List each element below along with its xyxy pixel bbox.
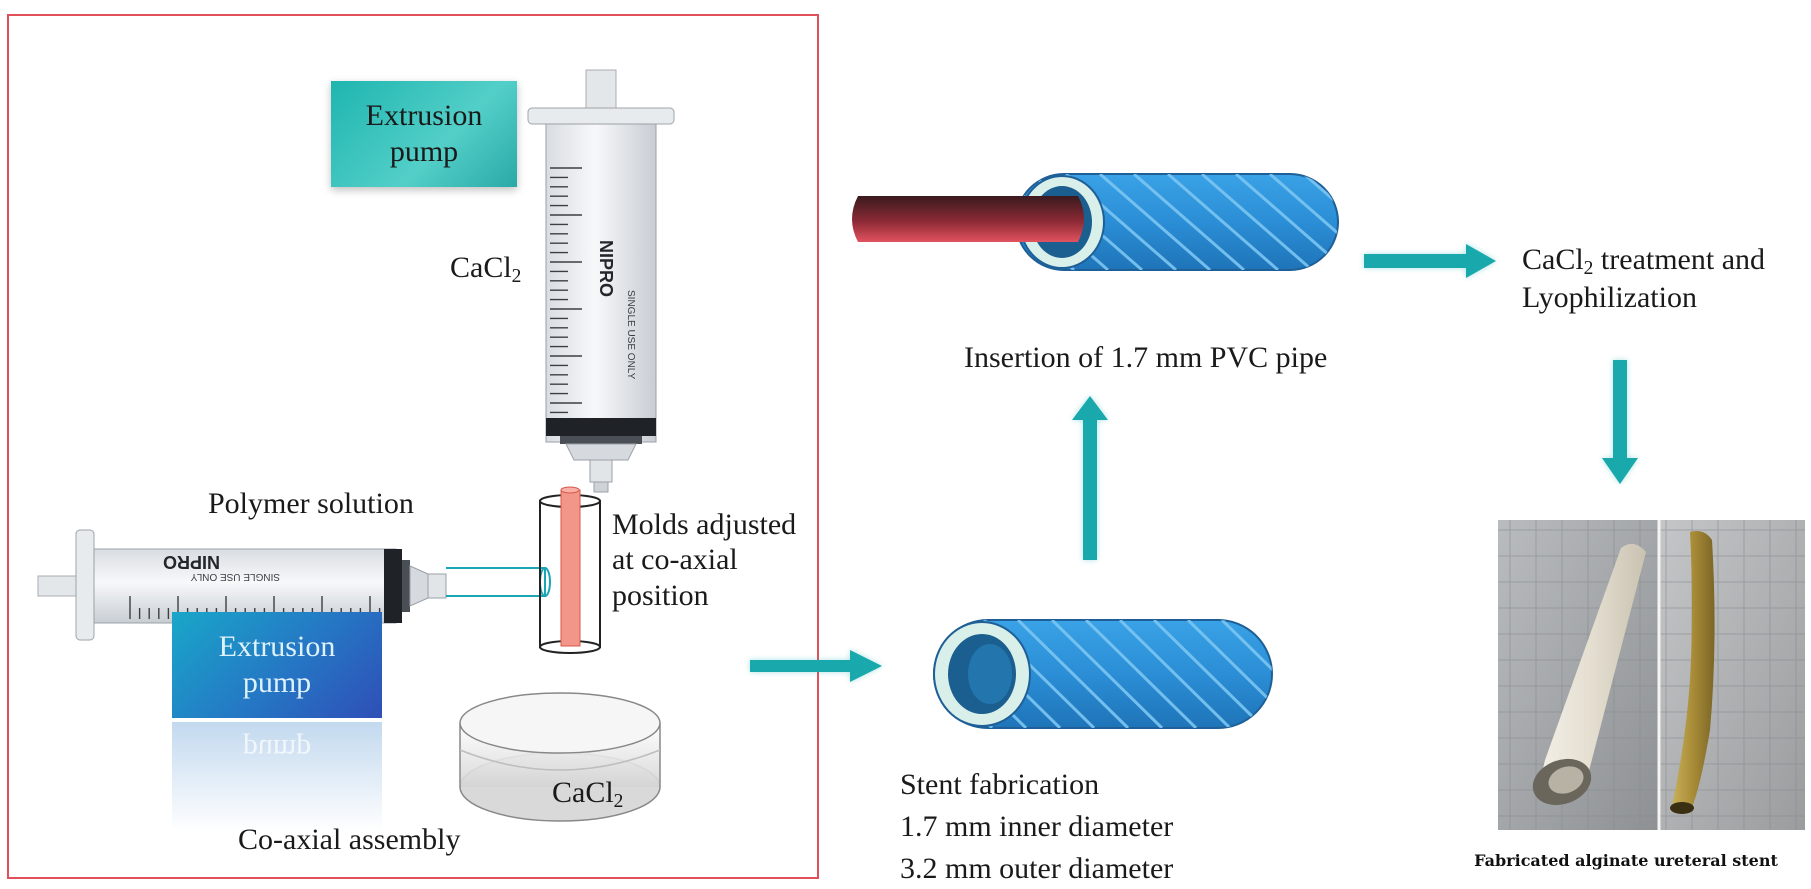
stent-fab-line3: 3.2 mm outer diameter bbox=[900, 852, 1174, 885]
extrusion-pump-top: Extrusion pump bbox=[331, 81, 517, 187]
pump-reflection-text: pump bbox=[242, 733, 312, 766]
pump-bottom-line2: pump bbox=[242, 666, 312, 699]
tube-stripe bbox=[1201, 174, 1313, 270]
tube-stripe bbox=[1167, 174, 1279, 270]
cacl2-bath-text: CaCl bbox=[552, 776, 614, 809]
tube-stripe bbox=[1290, 620, 1400, 728]
pump-top-line2: pump bbox=[389, 135, 459, 168]
cacl2-bath-sub: 2 bbox=[613, 790, 624, 812]
tube-stripe bbox=[1220, 620, 1272, 728]
treatment-cacl: CaCl bbox=[1522, 243, 1584, 276]
molds-line1: Molds adjusted bbox=[612, 508, 797, 541]
syringe-brand-vertical: NIPRO bbox=[596, 240, 616, 297]
tube-stripe bbox=[1084, 620, 1198, 728]
syringe-brand-horizontal: NIPRO bbox=[163, 552, 220, 572]
tube-stripe bbox=[814, 620, 924, 728]
stent-tube bbox=[814, 619, 1434, 729]
molds-line3: position bbox=[612, 578, 709, 612]
pump-reflection: pump bbox=[172, 722, 382, 832]
tube-stripe bbox=[1186, 620, 1272, 728]
assembly-frame bbox=[7, 14, 819, 879]
photo-caption: Fabricated alginate ureteral stent bbox=[1474, 851, 1778, 870]
cacl2-syringe-label: CaCl2 bbox=[450, 250, 521, 288]
cacl2-bath-label: CaCl2 bbox=[552, 775, 623, 813]
coaxial-assembly-label: Co-axial assembly bbox=[238, 823, 461, 856]
coaxial-mold bbox=[539, 486, 601, 654]
extrusion-pump-bottom: Extrusion pump bbox=[172, 612, 382, 718]
cacl2-syringe-text: CaCl bbox=[450, 251, 512, 284]
molds-label: Molds adjusted at co-axial position bbox=[612, 507, 796, 613]
cacl2-dish bbox=[459, 692, 661, 822]
pump-top-line1: Extrusion bbox=[365, 99, 483, 132]
tube-stripe bbox=[1324, 620, 1434, 728]
syringe-note-horizontal: SINGLE USE ONLY bbox=[190, 571, 280, 582]
syringe-note-vertical: SINGLE USE ONLY bbox=[625, 290, 636, 380]
tube-stripe bbox=[1099, 174, 1211, 270]
arrow-down-photo bbox=[1602, 360, 1638, 484]
stent-fab-line1: Stent fabrication bbox=[900, 768, 1100, 801]
tube-stripe bbox=[1133, 174, 1245, 270]
tube-stripe bbox=[1050, 620, 1164, 728]
treatment-text: treatment and bbox=[1593, 243, 1766, 276]
polymer-solution-label: Polymer solution bbox=[208, 487, 414, 520]
feed-tube bbox=[446, 567, 551, 597]
arrow-to-treatment bbox=[1364, 244, 1496, 278]
cacl2-syringe-sub: 2 bbox=[511, 265, 522, 287]
treatment-label: CaCl2 treatment and Lyophilization bbox=[1522, 242, 1765, 315]
pump-bottom-line1: Extrusion bbox=[218, 630, 336, 663]
tube-stripe bbox=[1118, 620, 1232, 728]
stent-fab-line2: 1.7 mm inner diameter bbox=[900, 810, 1174, 843]
stent-photo bbox=[1498, 520, 1805, 830]
stent-fabrication-label: Stent fabrication 1.7 mm inner diameter … bbox=[900, 764, 1173, 889]
vertical-syringe: NIPRO SINGLE USE ONLY bbox=[527, 69, 675, 493]
treatment-sub: 2 bbox=[1583, 257, 1594, 279]
molds-line2: at co-axial bbox=[612, 543, 738, 577]
arrow-to-stent bbox=[750, 650, 882, 682]
arrow-up-insertion bbox=[1072, 396, 1108, 560]
tube-stripe bbox=[1303, 174, 1338, 270]
horizontal-syringe: NIPRO SINGLE USE ONLY bbox=[37, 529, 447, 641]
insertion-label: Insertion of 1.7 mm PVC pipe bbox=[964, 341, 1328, 374]
tube-stripe bbox=[1016, 620, 1130, 728]
tube-stripe bbox=[1152, 620, 1266, 728]
lyophilization-text: Lyophilization bbox=[1522, 280, 1697, 314]
tube-stripe bbox=[1269, 174, 1338, 270]
